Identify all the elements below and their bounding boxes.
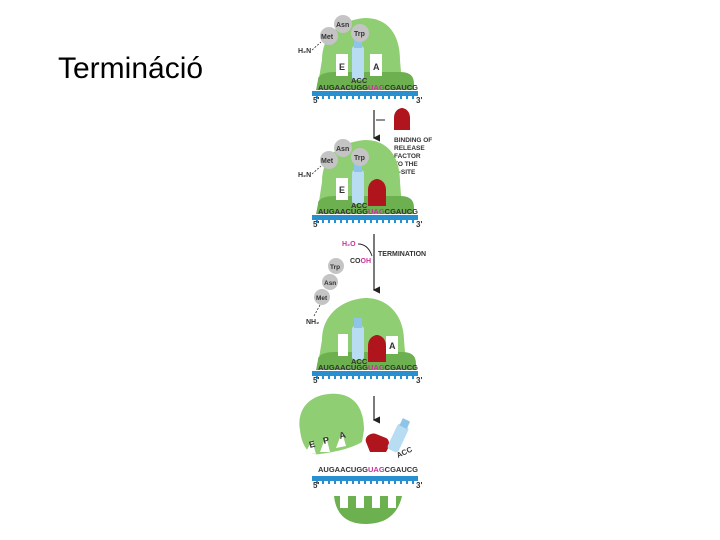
rf-line-4: TO THE xyxy=(394,161,418,168)
small-subunit-detached xyxy=(334,496,402,524)
svg-text:AUGAACUGGUAGCGAUCG: AUGAACUGGUAGCGAUCG xyxy=(318,83,418,92)
anticodon-label: ACC xyxy=(351,76,368,85)
e-site-label: E xyxy=(339,62,345,72)
trp-residue xyxy=(351,24,369,42)
five-prime-label: 5' xyxy=(313,376,319,385)
mrna-seq-before: AUGAACUGG xyxy=(318,207,368,216)
panel-4-ribosome-dissociation: E P A ACC AUGAACUGGUAGCGAUCG 5' 3' xyxy=(299,393,422,524)
asn-label: Asn xyxy=(336,22,349,29)
trp-label: Trp xyxy=(354,155,365,162)
step-release-factor-binding: BINDING OF RELEASE FACTOR TO THE A-SITE xyxy=(372,108,434,176)
svg-text:AUGAACUGGUAGCGAUCG: AUGAACUGGUAGCGAUCG xyxy=(318,207,418,216)
met-label: Met xyxy=(316,295,328,302)
p-site-label: P xyxy=(322,435,330,446)
svg-text:AUGAACUGGUAGCGAUCG: AUGAACUGGUAGCGAUCG xyxy=(318,363,418,372)
three-prime-label: 3' xyxy=(416,220,422,229)
panel-2-release-factor-bound: E AUGAACUGGUAGCGAUCG ACC 5' 3' Asn Met T… xyxy=(298,139,422,229)
mrna-stop-codon: UAG xyxy=(368,207,385,216)
svg-text:AUGAACUGGUAGCGAUCG: AUGAACUGGUAGCGAUCG xyxy=(318,465,418,474)
mrna-ticks xyxy=(316,96,414,99)
a-site-slot xyxy=(370,54,382,76)
asn-label: Asn xyxy=(336,146,349,153)
mrna-seq-after: CGAUCG xyxy=(385,83,418,92)
rf-line-2: RELEASE xyxy=(394,145,425,152)
mrna-seq-after: CGAUCG xyxy=(385,465,418,474)
release-factor xyxy=(368,179,386,206)
rf-line-1: BINDING OF xyxy=(394,137,432,144)
ribosome-small-subunit xyxy=(316,72,414,90)
mrna-seq-before: AUGAACUGG xyxy=(318,83,368,92)
mrna-stop-codon: UAG xyxy=(368,83,385,92)
mrna-seq-before: AUGAACUGG xyxy=(318,363,368,372)
e-site-slot xyxy=(336,54,348,76)
cooh-co: CO xyxy=(350,258,361,265)
n-terminus-label: H₂N xyxy=(298,48,311,55)
panel-3-polypeptide-released: A AUGAACUGGUAGCGAUCG ACC 5' 3' xyxy=(312,298,422,385)
a-site-label: A xyxy=(373,62,380,72)
released-asn xyxy=(322,274,338,290)
three-prime-label: 3' xyxy=(416,481,422,490)
water-label: H₂O xyxy=(342,241,356,248)
released-trp xyxy=(328,258,344,274)
large-subunit-detached xyxy=(299,393,364,455)
mrna-stop-codon: UAG xyxy=(368,363,385,372)
n-terminus-label: H₂N xyxy=(298,172,311,179)
five-prime-label: 5' xyxy=(313,481,319,490)
mrna-strand xyxy=(312,91,418,96)
svg-text:BINDING OF RELEASE: BINDING OF RELEASE FACTOR TO THE A-SITE xyxy=(394,137,434,176)
cooh-oh: OH xyxy=(361,258,372,265)
rf-line-3: FACTOR xyxy=(394,153,421,160)
three-prime-label: 3' xyxy=(416,376,422,385)
met-label: Met xyxy=(321,158,334,165)
mrna-stop-codon: UAG xyxy=(368,465,385,474)
release-factor-icon xyxy=(394,108,410,130)
five-prime-label: 5' xyxy=(313,96,319,105)
termination-label: TERMINATION xyxy=(378,251,426,258)
nh2-label: NH₂ xyxy=(306,319,319,326)
met-residue xyxy=(320,27,338,45)
e-site-label: E xyxy=(308,439,316,450)
five-prime-label: 5' xyxy=(313,220,319,229)
trp-label: Trp xyxy=(354,31,365,38)
mrna-seq-after: CGAUCG xyxy=(385,363,418,372)
released-met xyxy=(314,289,330,305)
rf-line-5: A-SITE xyxy=(394,169,416,176)
a-site-label: A xyxy=(389,341,396,351)
svg-text:COOH: COOH xyxy=(350,258,371,265)
trna-free xyxy=(387,418,411,453)
anticodon-label: ACC xyxy=(351,357,368,366)
three-prime-label: 3' xyxy=(416,96,422,105)
a-site-label: A xyxy=(338,429,347,440)
mrna-seq-after: CGAUCG xyxy=(385,207,418,216)
trna xyxy=(352,46,364,80)
asn-residue xyxy=(334,15,352,33)
panel-1-elongation-complex: E A AUGAACUGGUAGCGAUCG ACC 5' 3' Asn Met… xyxy=(298,15,422,105)
mrna-seq-before: AUGAACUGG xyxy=(318,465,368,474)
step-termination: H₂O TERMINATION COOH Trp Asn Met NH₂ xyxy=(306,234,426,326)
asn-label: Asn xyxy=(324,280,336,287)
release-factor-free xyxy=(365,433,389,452)
met-label: Met xyxy=(321,34,334,41)
anticodon-label: ACC xyxy=(351,201,368,210)
slide-title: Termináció xyxy=(58,52,204,85)
e-site-label: E xyxy=(339,185,345,195)
trp-label: Trp xyxy=(330,264,340,271)
